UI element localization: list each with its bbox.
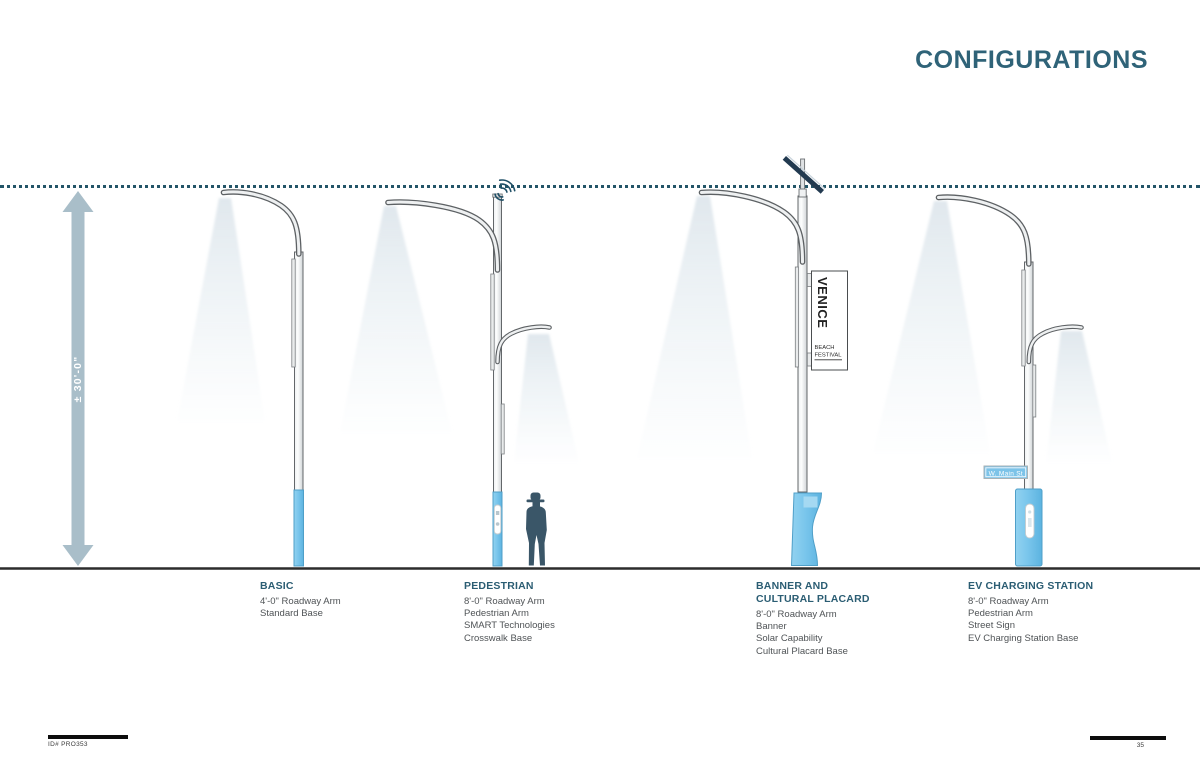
config-title: BANNER AND CULTURAL PLACARD [756,580,870,605]
pole-access-panel [490,273,495,371]
roadway-arm-fill [386,200,499,272]
light-cone [1046,331,1112,462]
config-feature: Pedestrian Arm [464,608,529,620]
config-caption-ev-charging: EV CHARGING STATION 8'-0" Roadway Arm Pe… [968,580,1118,645]
solar-panel [782,156,824,194]
config-feature: 8'-0" Roadway Arm [968,596,1049,607]
config-feature: Street Sign [968,620,1015,632]
banner-subtitle-line1: BEACH [815,345,835,351]
height-dimension-arrow: ± 30'-0" [62,191,94,566]
config-feature: Cultural Placard Base [756,645,848,657]
pole-shaft [294,251,304,493]
light-cone [340,206,452,432]
footer-rule-left [48,735,128,739]
pole-access-panel [1021,269,1026,367]
smart-wifi-icon [494,179,516,201]
person-silhouette [526,492,547,566]
pole-access-panel [794,266,799,368]
pedestrian-arm-fill [1027,325,1083,364]
banner: VENICE BEACH FESTIVAL [811,270,848,371]
config-caption-pedestrian: PEDESTRIAN 8'-0" Roadway Arm Pedestrian … [464,580,614,645]
pole-basic [220,189,304,567]
street-sign-label: W. Main St [989,470,1023,477]
config-feature: Pedestrian Arm [968,608,1033,620]
roadway-arm-fill [700,190,804,264]
pole-cap [798,188,807,198]
config-feature: Banner [756,621,787,633]
arrow-shaft [71,210,85,547]
config-title: PEDESTRIAN [464,580,534,592]
pole-access-panel [500,403,505,455]
pole-access-panel [291,258,296,368]
config-feature: SMART Technologies [464,620,555,632]
roadway-arm-fill [937,195,1031,266]
solar-panel-frame [786,154,826,190]
config-feature: EV Charging Station Base [968,632,1079,644]
light-cones [177,196,1112,462]
config-title: EV CHARGING STATION [968,580,1094,592]
height-reference-line [0,185,1200,188]
light-cone [177,198,265,421]
crosswalk-button-panel [493,504,502,535]
standard-base [293,489,304,567]
pedestrian-arm-fill [496,325,551,364]
light-cone [637,196,752,458]
height-dimension-label: ± 30'-0" [72,356,84,403]
config-feature: 4'-0" Roadway Arm [260,596,341,607]
pole-banner-placard: VENICE BEACH FESTIVAL [698,154,848,566]
config-feature: 8'-0" Roadway Arm [464,596,545,607]
roadway-arm-fill [222,190,301,256]
config-caption-banner-placard: BANNER AND CULTURAL PLACARD 8'-0" Roadwa… [756,580,906,658]
page-number: 35 [1136,742,1144,749]
project-id: ID# PRO353 [48,741,88,748]
light-cone [873,201,990,452]
street-sign: W. Main St [983,465,1028,479]
page-title: CONFIGURATIONS [915,46,1148,74]
config-feature: Solar Capability [756,633,823,645]
config-feature: 8'-0" Roadway Arm [756,609,837,620]
cultural-placard-base [790,492,823,566]
config-feature: Standard Base [260,608,323,620]
pole-shaft [1024,261,1034,493]
config-title: BASIC [260,580,294,592]
arrow-head-down-icon [62,545,94,566]
banner-subtitle-line2: FESTIVAL [815,353,843,359]
config-caption-basic: BASIC 4'-0" Roadway Arm Standard Base [260,580,410,620]
footer-rule-right [1090,736,1166,740]
pole-access-panel [1032,364,1037,418]
pole-pedestrian [385,179,552,567]
light-cone [514,334,579,462]
pole-ev-charging: W. Main St [935,194,1084,567]
banner-title: VENICE [815,277,830,328]
cultural-placard [803,496,818,508]
ev-charging-panel [1025,503,1035,539]
config-feature: Crosswalk Base [464,632,533,644]
arrow-head-up-icon [62,191,94,212]
